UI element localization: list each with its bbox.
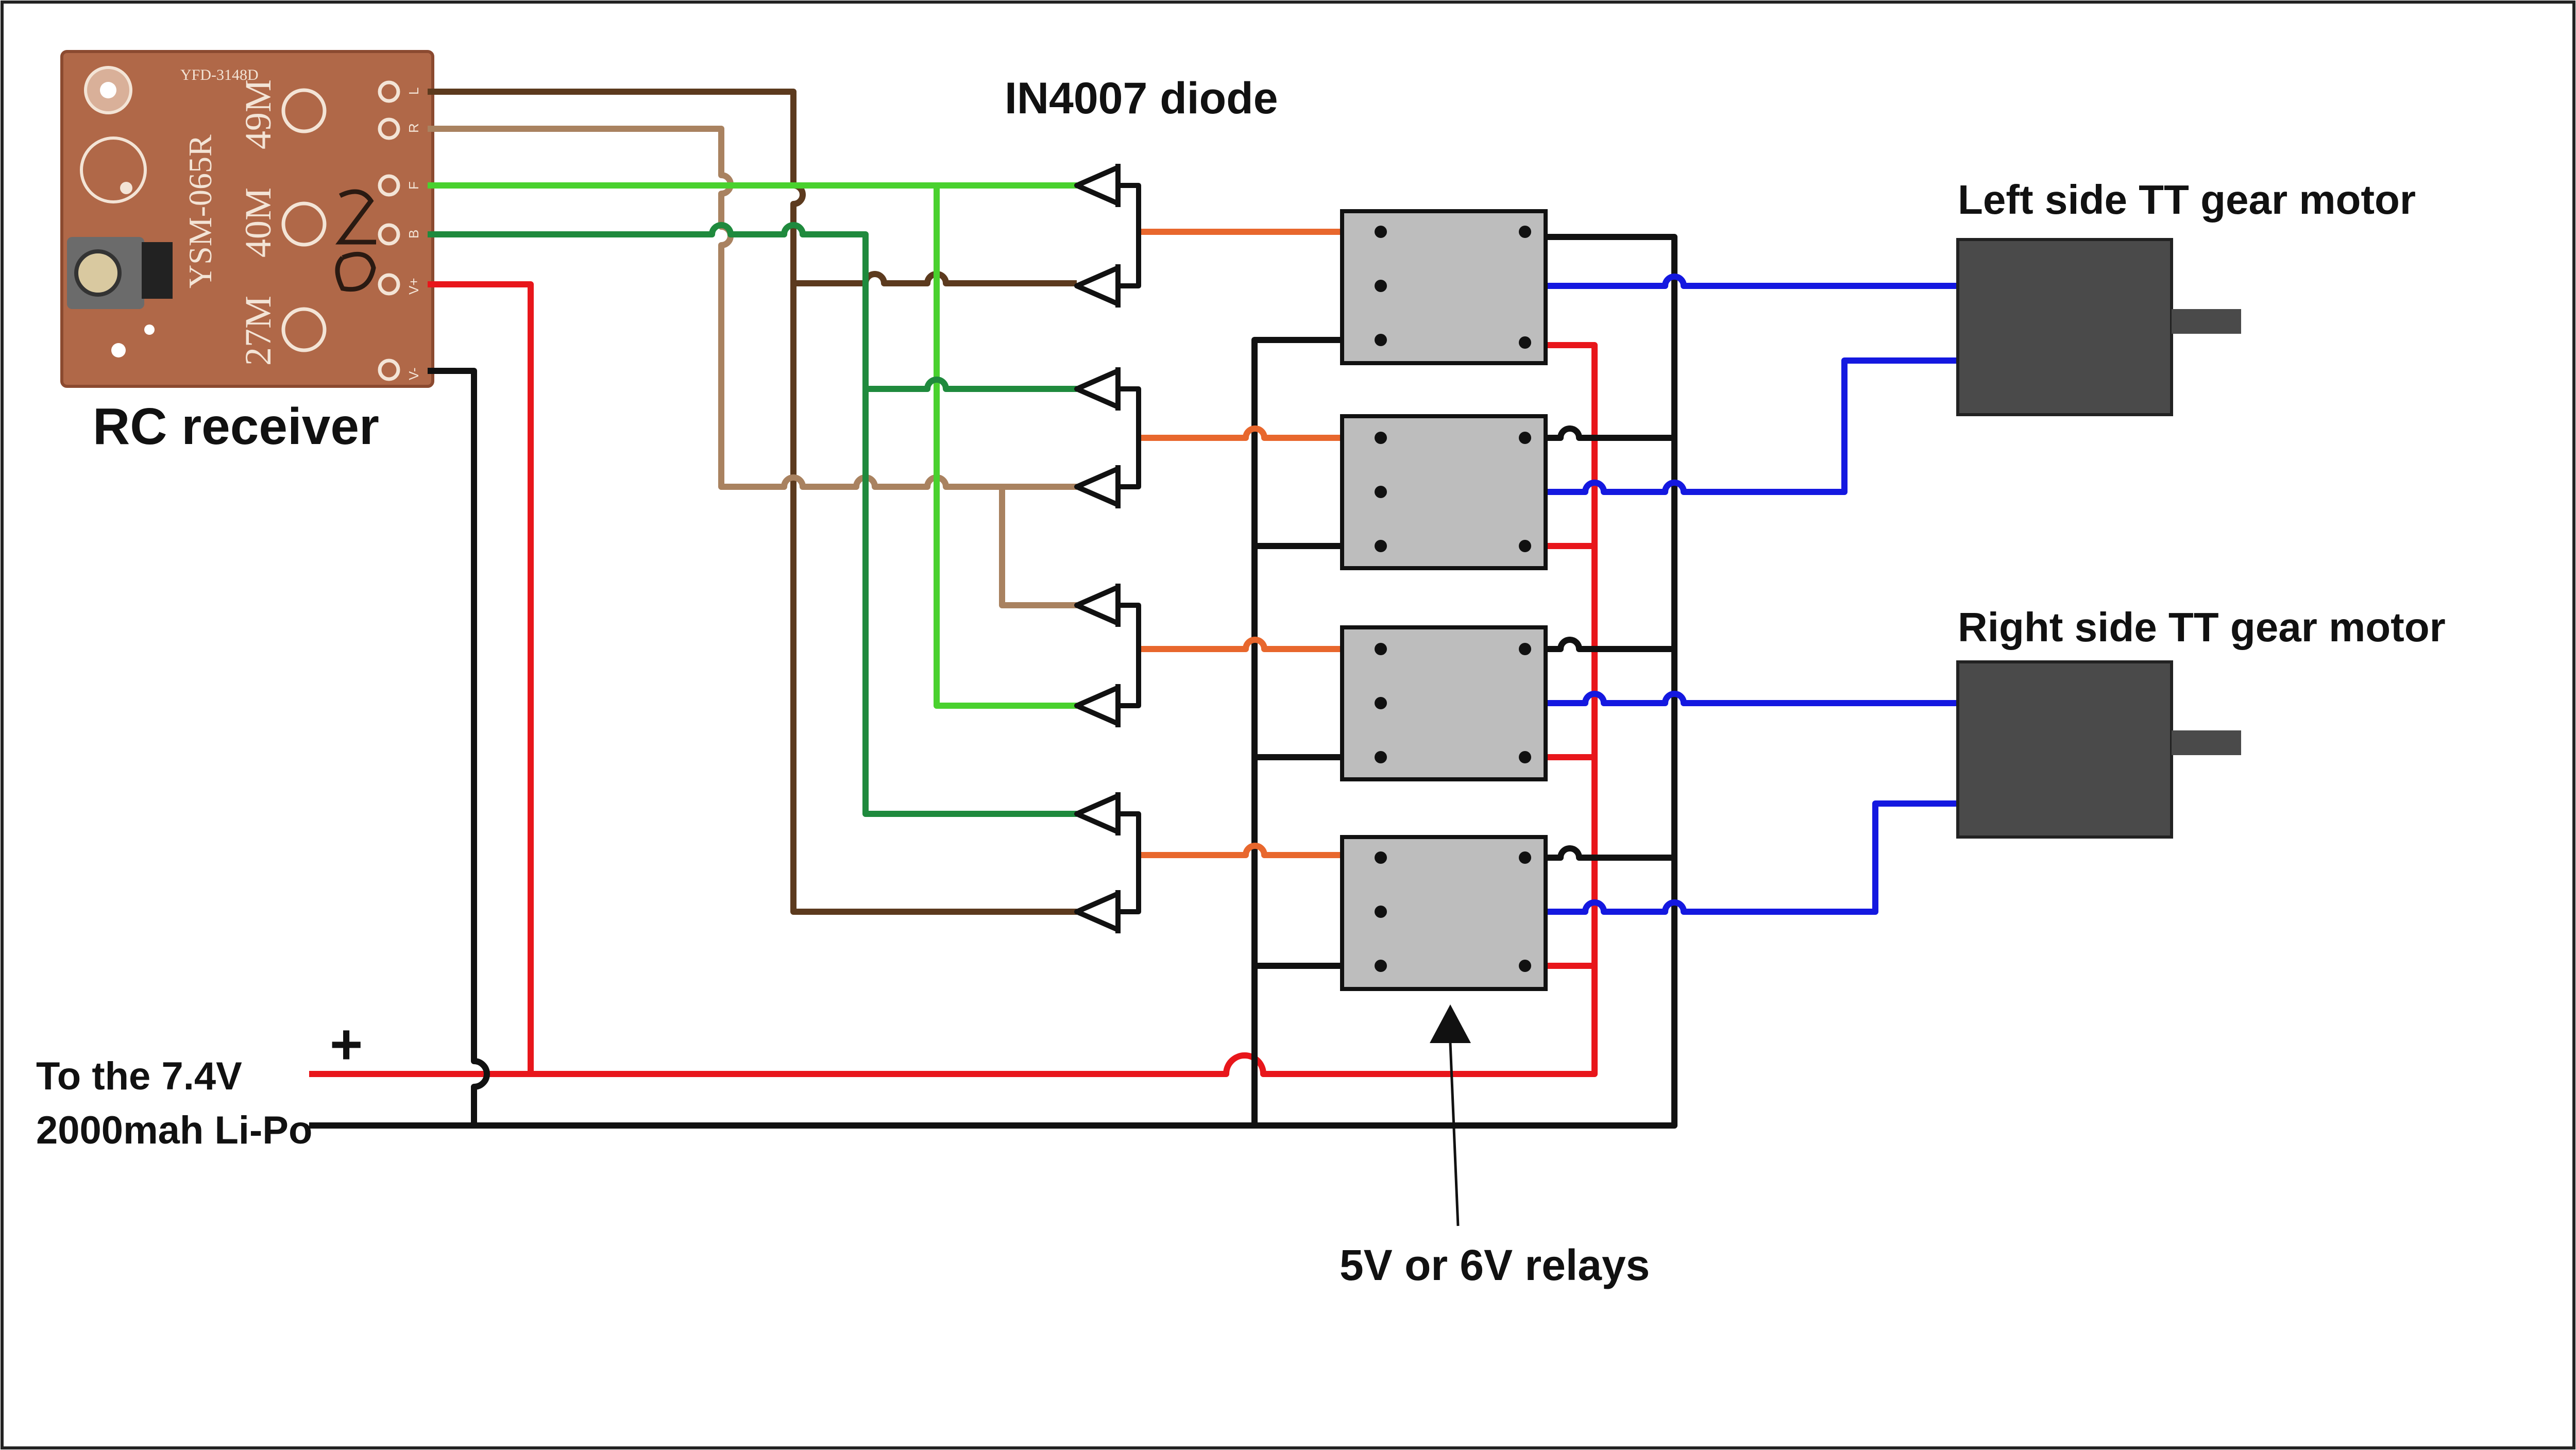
right-motor-shaft (2172, 730, 2241, 755)
relay-4 (1340, 835, 1548, 991)
wire-vminus-black (309, 234, 1677, 1129)
wire-blue-right-a (1381, 691, 1958, 706)
pcb-freq-27m: 27M (238, 296, 279, 366)
relay-3 (1340, 625, 1548, 781)
relay-2 (1340, 414, 1548, 570)
battery-label-line1: To the 7.4V (36, 1054, 242, 1098)
diode-pair-4 (1074, 792, 1141, 933)
wire-right-light-brown (428, 126, 1077, 608)
diode-pair-1 (1074, 164, 1141, 308)
pcb-code-text: YFD-3148D (180, 66, 259, 83)
diode-label: IN4007 diode (1005, 74, 1278, 123)
relay-1 (1340, 209, 1548, 365)
wire-blue-left-b (1381, 357, 1958, 495)
left-motor (1956, 238, 2241, 416)
relays-label: 5V or 6V relays (1340, 1241, 1650, 1289)
receiver-label: RC receiver (93, 398, 379, 455)
right-motor (1956, 660, 2241, 839)
receiver-pin-pads (378, 80, 400, 381)
battery-label-line2: 2000mah Li-Po (36, 1108, 312, 1152)
pin-label-vplus: V+ (406, 278, 421, 295)
pin-label-f: F (406, 181, 421, 190)
diode-pair-3 (1074, 584, 1141, 727)
wire-forward-light-green (428, 182, 1077, 709)
wire-blue-left-a (1381, 274, 1958, 289)
wire-back-dark-green (428, 222, 1077, 817)
rc-receiver-board: YFD-3148D YSM-065R 49M 40M 27M L R F B V… (60, 50, 434, 388)
diode-array (1074, 164, 1141, 933)
wire-vplus-red (309, 281, 1598, 1077)
wire-orange-2 (1139, 425, 1381, 441)
pcb-model-text: YSM-065R (182, 134, 218, 288)
pcb-freq-49m: 49M (238, 79, 279, 149)
arrow-up-icon (1430, 1004, 1471, 1226)
left-motor-shaft (2172, 309, 2241, 334)
pin-label-l: L (406, 88, 421, 95)
wire-orange-3 (1139, 637, 1381, 652)
pin-label-b: B (406, 230, 421, 238)
wire-orange-4 (1139, 843, 1381, 858)
left-motor-label: Left side TT gear motor (1958, 177, 2416, 223)
right-motor-label: Right side TT gear motor (1958, 604, 2446, 650)
diode-pair-2 (1074, 367, 1141, 508)
pin-label-vminus: V- (406, 367, 421, 380)
pin-label-r: R (406, 123, 421, 133)
pcb-freq-40m: 40M (238, 187, 279, 258)
plus-sign: + (330, 1013, 363, 1076)
wire-blue-right-b (1381, 800, 1958, 915)
